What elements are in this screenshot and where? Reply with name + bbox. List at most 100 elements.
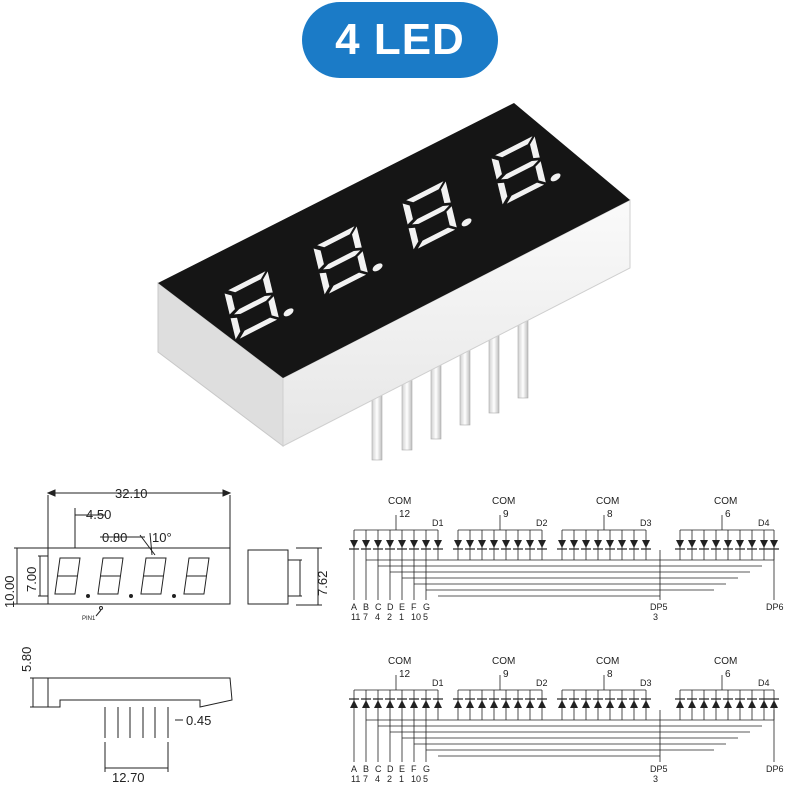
- diode-symbol: [434, 700, 442, 708]
- segment-letter: E: [399, 602, 405, 612]
- dim-angle: 10°: [152, 530, 172, 545]
- segment-pin: 11: [351, 774, 360, 784]
- dim-height: 10.00: [2, 575, 17, 608]
- drawing-digit: [54, 557, 81, 595]
- diode-symbol: [712, 700, 720, 708]
- dp5-pin: 3: [653, 612, 658, 622]
- diode-symbol: [618, 700, 626, 708]
- digit-2: [313, 226, 383, 295]
- com-pin: 8: [607, 509, 613, 520]
- com-label: COM: [714, 656, 737, 667]
- diode-symbol: [434, 540, 442, 548]
- dp5-label: DP5: [650, 764, 668, 774]
- bottom-view-drawing: [30, 677, 233, 772]
- diode-symbol: [558, 540, 566, 548]
- diode-symbol: [676, 540, 684, 548]
- diode-symbol: [700, 540, 708, 548]
- diode-symbol: [362, 540, 370, 548]
- diode-symbol: [770, 700, 778, 708]
- diode-symbol: [386, 700, 394, 708]
- com-pin: 12: [399, 669, 411, 680]
- dim-width: 32.10: [115, 486, 148, 501]
- diode-symbol: [398, 700, 406, 708]
- com-label: COM: [388, 496, 411, 507]
- diode-symbol: [712, 540, 720, 548]
- diode-symbol: [478, 700, 486, 708]
- digit-label: D1: [432, 678, 444, 688]
- diode-symbol: [736, 540, 744, 548]
- segment-pin: 2: [387, 612, 392, 622]
- dim-pin-span: 12.70: [112, 770, 145, 785]
- dp5-pin: 3: [653, 774, 658, 784]
- digit-label: D2: [536, 678, 548, 688]
- dp5-label: DP5: [650, 602, 668, 612]
- segment-letter: F: [411, 602, 417, 612]
- diode-symbol: [748, 540, 756, 548]
- com-label: COM: [714, 496, 737, 507]
- dim-side-height: 7.62: [315, 571, 330, 596]
- com-pin: 6: [725, 669, 731, 680]
- segment-pin: 10: [411, 774, 421, 784]
- segment-letter: A: [351, 602, 357, 612]
- diode-symbol: [724, 540, 732, 548]
- diode-symbol: [760, 700, 768, 708]
- diode-symbol: [514, 700, 522, 708]
- segment-pin: 5: [423, 774, 428, 784]
- diode-symbol: [538, 700, 546, 708]
- diode-symbol: [724, 700, 732, 708]
- digit-1: [224, 271, 294, 340]
- segment-letter: E: [399, 764, 405, 774]
- dp6-label: DP6: [766, 764, 784, 774]
- diode-symbol: [594, 540, 602, 548]
- diode-symbol: [688, 540, 696, 548]
- pin: [517, 317, 529, 399]
- diode-symbol: [478, 540, 486, 548]
- diode-symbol: [374, 700, 382, 708]
- diode-symbol: [770, 540, 778, 548]
- segment-letter: D: [387, 602, 394, 612]
- diode-symbol: [362, 700, 370, 708]
- segment-pin: 1: [399, 774, 404, 784]
- diode-symbol: [594, 700, 602, 708]
- dim-dp-offset: 0.80: [102, 530, 127, 545]
- diode-symbol: [454, 540, 462, 548]
- com-label: COM: [596, 656, 619, 667]
- diode-symbol: [398, 540, 406, 548]
- diode-symbol: [350, 700, 358, 708]
- pin: [488, 330, 500, 414]
- digit-label: D4: [758, 678, 770, 688]
- com-pin: 6: [725, 509, 731, 520]
- diode-symbol: [526, 540, 534, 548]
- diodes-row-2: [349, 690, 779, 720]
- diode-symbol: [350, 540, 358, 548]
- diode-symbol: [748, 700, 756, 708]
- diode-symbol: [422, 540, 430, 548]
- drawing-digit: [97, 557, 124, 595]
- pin1-marker: PIN1: [82, 616, 96, 622]
- com-label: COM: [596, 496, 619, 507]
- diode-symbol: [490, 700, 498, 708]
- side-view-drawing: [247, 547, 322, 606]
- diode-symbol: [642, 540, 650, 548]
- diode-symbol: [502, 700, 510, 708]
- diode-symbol: [410, 700, 418, 708]
- diode-symbol: [386, 540, 394, 548]
- diode-symbol: [700, 700, 708, 708]
- segment-letter: D: [387, 764, 394, 774]
- diode-symbol: [454, 700, 462, 708]
- segment-letter: G: [423, 764, 430, 774]
- diode-symbol: [490, 540, 498, 548]
- com-pin: 9: [503, 669, 509, 680]
- diode-symbol: [570, 540, 578, 548]
- diode-symbol: [538, 540, 546, 548]
- diode-symbol: [374, 540, 382, 548]
- diode-symbol: [466, 540, 474, 548]
- segment-pin: 10: [411, 612, 421, 622]
- segment-pin: 5: [423, 612, 428, 622]
- segment-pin: 7: [363, 612, 368, 622]
- digit-label: D3: [640, 518, 652, 528]
- drawing-digit: [183, 557, 210, 595]
